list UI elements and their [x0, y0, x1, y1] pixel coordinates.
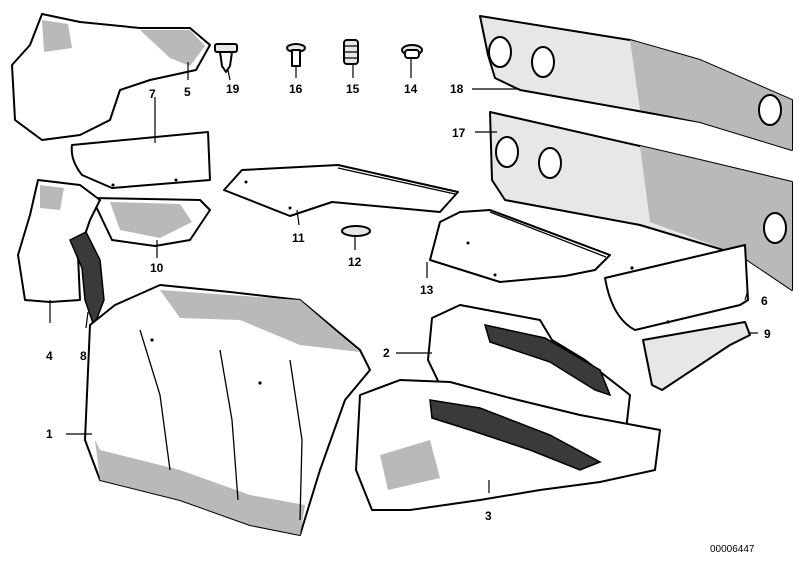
callout-10: 10: [150, 261, 164, 275]
part-5-trim: [11, 13, 211, 141]
part-7-panel: [70, 131, 211, 189]
part-6-side-panel: [604, 244, 749, 331]
part-3-side-liner: [355, 379, 661, 511]
callout-5: 5: [184, 85, 191, 99]
document-number: 00006447: [710, 544, 755, 555]
callout-17: 17: [452, 126, 466, 140]
part-15-spring-nut: [343, 39, 359, 65]
part-1-trunk-liner: [84, 284, 371, 536]
part-13-floor-mat: [429, 209, 611, 283]
callout-9: 9: [764, 327, 771, 341]
part-19-clip: [214, 43, 238, 73]
callout-1: 1: [46, 427, 53, 441]
callout-8: 8: [80, 349, 87, 363]
callout-15: 15: [346, 82, 360, 96]
callout-16: 16: [289, 82, 303, 96]
part-18-rear-panel: [479, 15, 793, 151]
part-14-grommet: [401, 44, 423, 59]
callout-7: 7: [149, 87, 156, 101]
callout-6: 6: [761, 294, 768, 308]
part-17-rear-panel: [489, 111, 793, 291]
part-9-trim-strip: [642, 321, 751, 391]
callout-3: 3: [485, 509, 492, 523]
callout-14: 14: [404, 82, 418, 96]
part-12-cap: [341, 225, 371, 237]
part-4-side-trim: [17, 179, 101, 303]
part-10-bracket: [91, 197, 211, 247]
part-11-floor-mat: [223, 164, 459, 217]
callout-11: 11: [292, 231, 305, 245]
callout-12: 12: [348, 255, 362, 269]
callout-19: 19: [226, 82, 240, 96]
part-16-screw: [286, 43, 306, 67]
part-8-strip: [69, 230, 105, 329]
callout-2: 2: [383, 346, 390, 360]
callout-4: 4: [46, 349, 53, 363]
leader-lines: [49, 58, 758, 493]
callout-18: 18: [450, 82, 464, 96]
callout-13: 13: [420, 283, 434, 297]
